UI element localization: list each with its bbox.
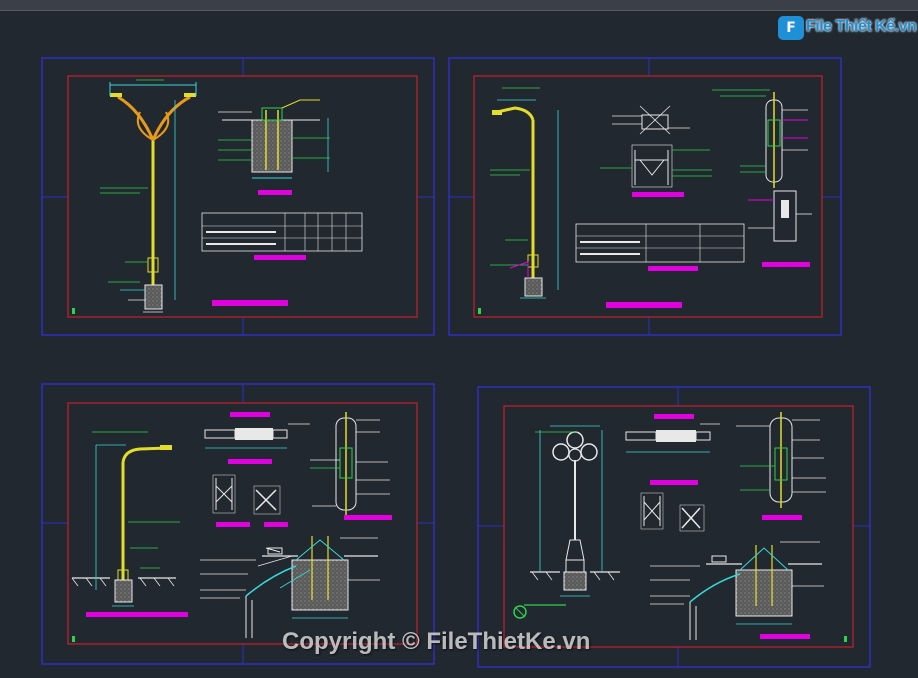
double-arm-pole-elevation bbox=[100, 79, 197, 313]
application-top-bar bbox=[0, 0, 918, 11]
site-logo[interactable]: F File Thiết Kế.vn bbox=[778, 14, 917, 44]
single-arm-pole-elevation bbox=[490, 87, 559, 299]
foundation-cross-section bbox=[200, 536, 380, 638]
arm-bracket-detail bbox=[600, 105, 712, 197]
logo-text: File Thiết Kế.vn bbox=[806, 18, 917, 35]
pole-cable-section bbox=[712, 89, 812, 267]
sheet-title-label bbox=[606, 302, 682, 308]
decorative-lamp-post-elevation bbox=[513, 425, 620, 619]
pole-cross-section bbox=[310, 412, 392, 520]
street-light-pole-elevation bbox=[71, 431, 188, 617]
sheet-title-label bbox=[212, 300, 288, 306]
materials-table bbox=[201, 212, 363, 260]
anchor-bolt-detail bbox=[204, 412, 310, 527]
anchor-bolt-detail-2 bbox=[625, 414, 720, 532]
pole-cross-section-2 bbox=[736, 412, 826, 520]
drawing-sheet-1[interactable] bbox=[41, 57, 435, 336]
foundation-cross-section-2 bbox=[650, 541, 824, 640]
drawing-sheet-4[interactable] bbox=[477, 386, 871, 668]
foundation-section-detail bbox=[218, 99, 330, 195]
materials-table-2 bbox=[575, 223, 745, 271]
drawing-sheet-2[interactable] bbox=[448, 57, 842, 336]
file-download-icon: F bbox=[778, 16, 804, 40]
drawing-sheet-3[interactable] bbox=[41, 383, 435, 665]
copyright-watermark: Copyright © FileThietKe.vn bbox=[282, 628, 591, 655]
